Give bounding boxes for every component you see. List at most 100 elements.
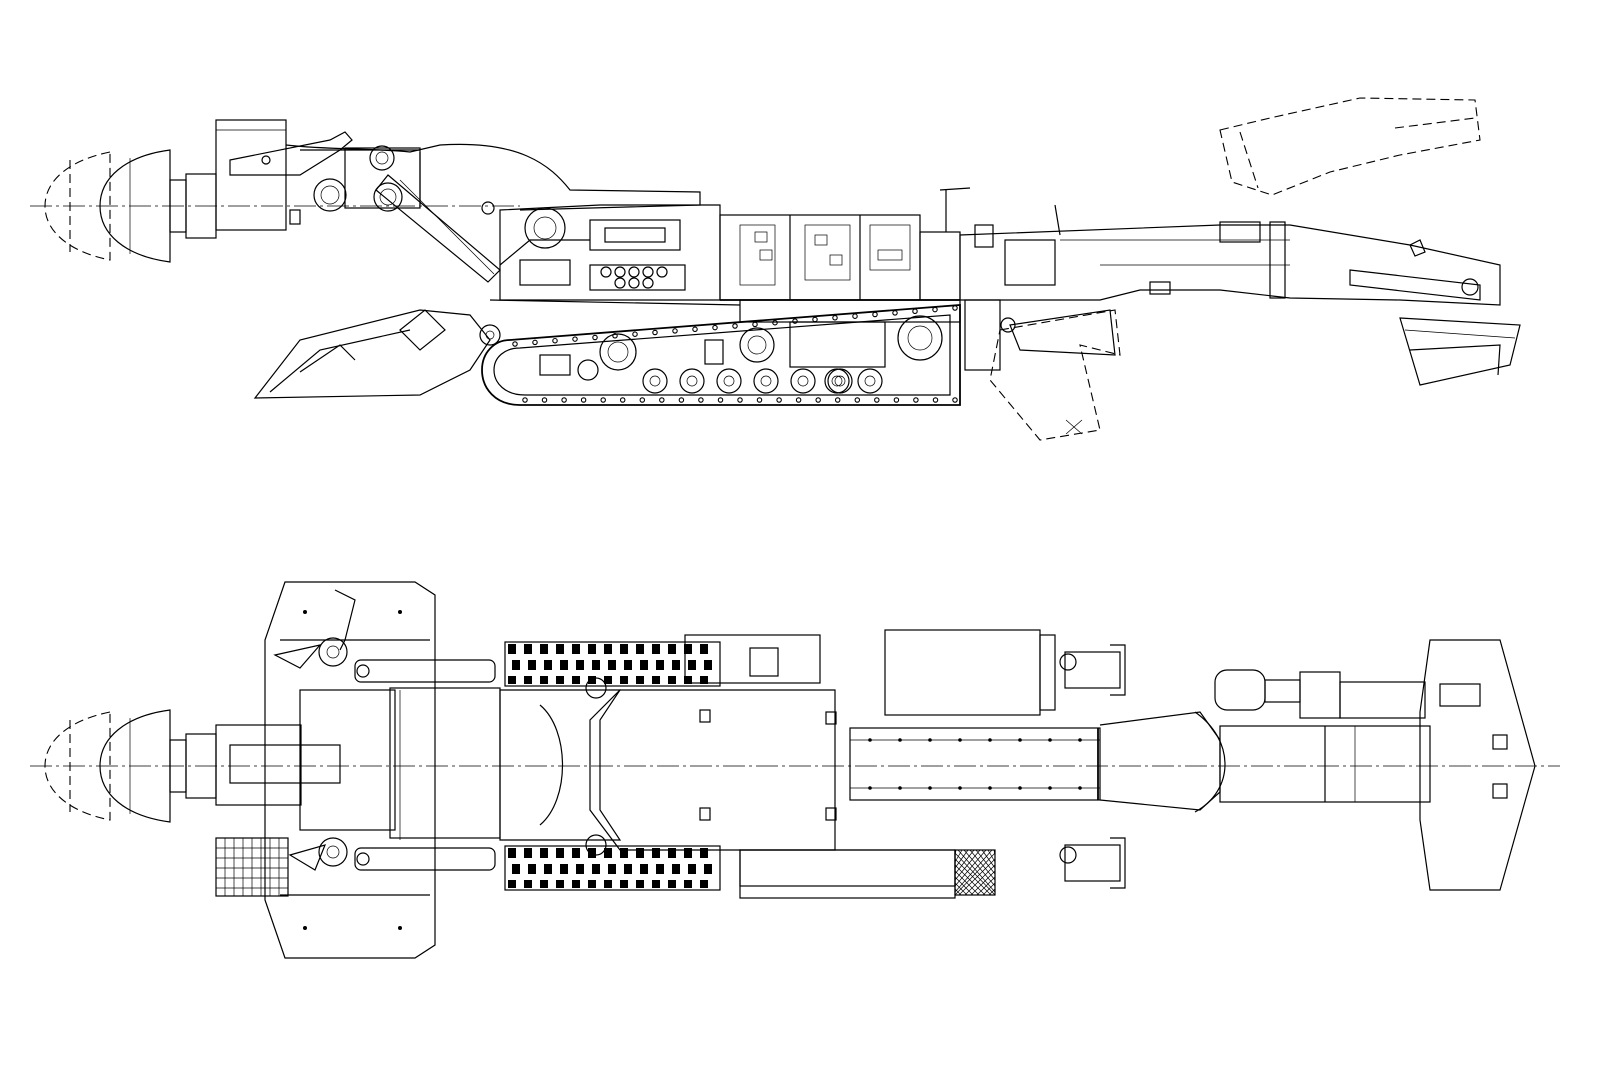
track-pad xyxy=(604,880,612,888)
track-pad xyxy=(560,864,568,874)
track-pad xyxy=(524,880,532,888)
track-bolt-row xyxy=(512,305,958,403)
track-pad xyxy=(556,676,564,684)
hatch-line xyxy=(981,849,996,869)
road-wheel xyxy=(753,368,779,394)
track-pad xyxy=(640,864,648,874)
track-pad xyxy=(700,676,708,684)
track-bolt xyxy=(659,397,665,403)
track-pad xyxy=(636,644,644,654)
tail-end-plan xyxy=(1419,639,1536,891)
track-pad xyxy=(636,848,644,858)
conveyor-frame xyxy=(959,204,1501,306)
body-plan xyxy=(589,634,956,899)
cutter-head-dashed xyxy=(44,151,111,261)
track-pad xyxy=(556,644,564,654)
road-wheel-hub xyxy=(686,375,698,387)
hatch-line xyxy=(954,852,996,896)
track-bolt xyxy=(561,397,567,403)
cutter-head-plan xyxy=(99,709,217,823)
undercarriage-frame xyxy=(539,299,961,394)
track-pad xyxy=(620,676,628,684)
rivet xyxy=(868,738,872,742)
track-pad xyxy=(540,848,548,858)
track-pad xyxy=(572,848,580,858)
hatch-line xyxy=(987,849,996,863)
track-bolt xyxy=(872,311,878,318)
track-pad xyxy=(652,848,660,858)
swing-arm-dashed xyxy=(989,309,1121,441)
conveyor-plan xyxy=(849,711,1431,813)
track-bolt xyxy=(892,310,898,316)
track-pad xyxy=(508,644,516,654)
track-pad xyxy=(512,660,520,670)
track-bolt xyxy=(913,397,919,403)
track-bolt xyxy=(512,341,518,347)
track-pad xyxy=(656,660,664,670)
rivet xyxy=(868,786,872,790)
track-pad xyxy=(668,676,676,684)
track-bolt xyxy=(532,339,538,346)
track-pad xyxy=(704,660,712,670)
road-wheel-hub xyxy=(831,375,843,387)
rear-motor xyxy=(1214,669,1426,719)
track-pad xyxy=(528,864,536,874)
hatch-line xyxy=(954,858,992,896)
hatch-line xyxy=(975,849,996,875)
track-bolt xyxy=(812,316,818,323)
valve-bank xyxy=(600,266,668,289)
track-pad xyxy=(652,644,660,654)
track-pad xyxy=(700,848,708,858)
track-bolt xyxy=(852,313,858,319)
track-bolt xyxy=(592,334,598,341)
track-pad xyxy=(572,676,580,684)
track-pad xyxy=(620,880,628,888)
track-bolt xyxy=(854,397,861,403)
track-bolt xyxy=(712,324,718,331)
road-wheel-hub xyxy=(834,375,846,387)
track-pad xyxy=(620,848,628,858)
control-cabinets xyxy=(719,187,994,301)
track-bolt xyxy=(834,397,841,403)
track-bolt xyxy=(752,321,758,328)
road-wheel xyxy=(790,368,816,394)
track-pad xyxy=(572,644,580,654)
track-pad xyxy=(704,864,712,874)
track-bolt xyxy=(600,397,606,403)
track-pad xyxy=(524,644,532,654)
track-bolt xyxy=(522,397,528,403)
road-wheel xyxy=(857,368,883,394)
track-pad xyxy=(556,848,564,858)
track-pad xyxy=(544,864,552,874)
rivet xyxy=(1078,786,1082,790)
track-pad xyxy=(672,864,680,874)
track-pad xyxy=(604,644,612,654)
track-plan-left xyxy=(504,641,721,687)
hatch-line xyxy=(954,849,981,881)
hatch-line xyxy=(954,849,957,857)
hatch-line xyxy=(958,858,996,896)
track-pad xyxy=(684,880,692,888)
track-pad xyxy=(512,864,520,874)
tail-conveyor-raised xyxy=(1219,97,1481,196)
track-pad xyxy=(684,676,692,684)
road-wheel xyxy=(679,368,705,394)
rivet xyxy=(1018,786,1022,790)
rivet xyxy=(1078,738,1082,742)
road-wheel-hub xyxy=(797,375,809,387)
rivet xyxy=(958,786,962,790)
loading-apron xyxy=(253,299,741,399)
track-pad xyxy=(508,848,516,858)
track-bolt xyxy=(756,397,763,403)
cutter-boom xyxy=(215,119,701,231)
road-wheel xyxy=(824,368,850,394)
track-bolt xyxy=(678,397,685,403)
hatch-line xyxy=(964,864,996,896)
track-bolt xyxy=(552,337,558,344)
track-pad xyxy=(636,880,644,888)
gathering-table xyxy=(264,581,436,959)
track-bolt xyxy=(580,397,587,403)
hatch-line xyxy=(993,849,996,857)
